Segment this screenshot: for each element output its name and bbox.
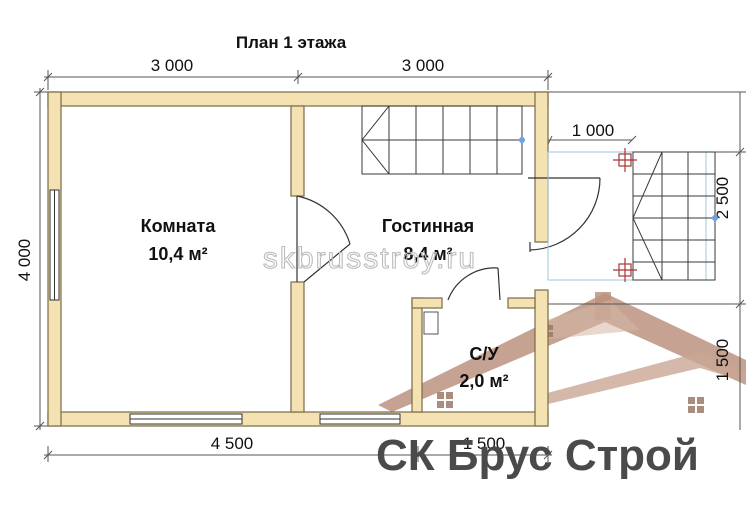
room-area: 2,0 м² [459, 371, 508, 391]
room-area: 8,4 м² [403, 244, 452, 264]
top-dimension [43, 70, 553, 90]
room-name: С/У [469, 344, 499, 364]
brand-logo-roofs [378, 292, 746, 413]
walls [47, 91, 549, 427]
dim-porch-depth: 2 500 [713, 177, 732, 220]
room-komnata: Комната 10,4 м² [141, 216, 217, 264]
room-name: Комната [141, 216, 217, 236]
left-dimension [34, 87, 50, 431]
dim-bottom-left: 4 500 [211, 434, 254, 453]
watermark-text: skbrusstroy.ru [263, 242, 477, 275]
porch [547, 148, 718, 282]
dim-left: 4 000 [15, 239, 34, 282]
room-area: 10,4 м² [148, 244, 207, 264]
dim-top-left: 3 000 [151, 56, 194, 75]
dim-bottom-right: 1 500 [463, 434, 506, 453]
room-bathroom: С/У 2,0 м² [459, 344, 508, 391]
bathroom-fixtures [423, 311, 439, 335]
windows [49, 189, 401, 425]
staircase [361, 105, 525, 175]
plan-title: План 1 этажа [236, 33, 347, 52]
room-gostinnaya: Гостинная 8,4 м² [382, 216, 474, 264]
brand-logo-text: СК Брус Строй [376, 431, 699, 480]
dim-right-lower: 1 500 [713, 339, 732, 382]
bottom-dimension [43, 446, 553, 462]
doors [296, 177, 601, 301]
dim-top-right: 3 000 [402, 56, 445, 75]
room-name: Гостинная [382, 216, 474, 236]
dim-porch-width: 1 000 [572, 121, 615, 140]
